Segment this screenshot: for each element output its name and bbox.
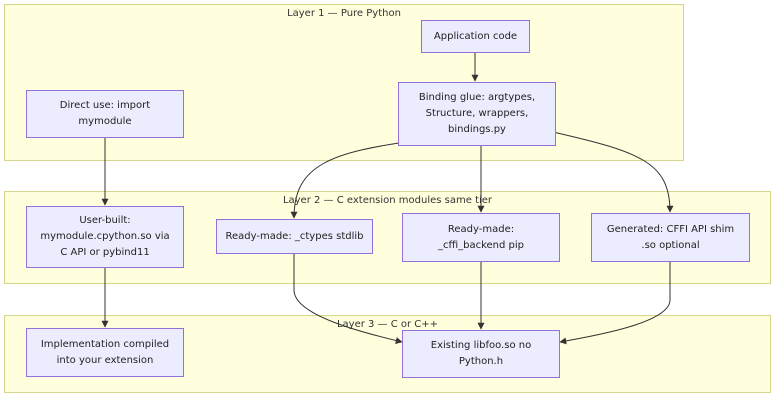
node-cffi-backend: Ready-made: _cffi_backend pip	[402, 213, 560, 262]
node-application-code: Application code	[421, 20, 530, 53]
node-binding-glue: Binding glue: argtypes, Structure, wrapp…	[398, 82, 556, 146]
node-libfoo: Existing libfoo.so no Python.h	[402, 330, 560, 378]
node-ctypes: Ready-made: _ctypes stdlib	[216, 219, 373, 254]
node-cffi-generated: Generated: CFFI API shim .so optional	[591, 213, 750, 262]
node-implementation: Implementation compiled into your extens…	[26, 328, 184, 377]
layer-1-title: Layer 1 — Pure Python	[287, 8, 401, 19]
node-user-built: User-built: mymodule.cpython.so via C AP…	[26, 206, 184, 268]
node-direct-use: Direct use: import mymodule	[26, 90, 184, 138]
